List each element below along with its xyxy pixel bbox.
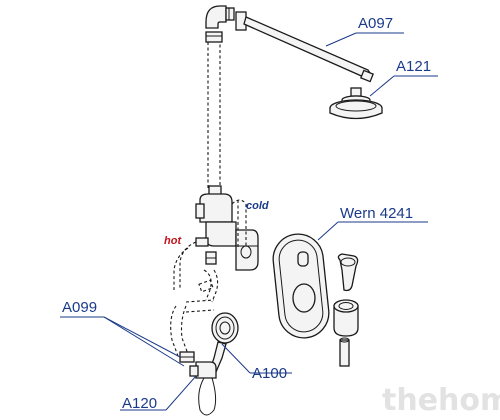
label-a099: A099 xyxy=(62,299,97,316)
holder xyxy=(189,361,217,416)
leader-lines xyxy=(60,32,438,411)
cover-upper-opening xyxy=(297,251,309,267)
round-knob xyxy=(333,299,359,367)
label-a100: A100 xyxy=(252,365,287,382)
cold-marker: cold xyxy=(246,200,269,212)
hot-marker: hot xyxy=(164,235,182,247)
hot-inlet xyxy=(173,241,197,290)
head-connector xyxy=(350,87,362,97)
label-a120: A120 xyxy=(122,395,157,412)
arm-tube xyxy=(243,16,374,79)
watermark: thehome xyxy=(382,383,500,418)
shower-arm xyxy=(235,11,374,83)
elbow-fitting xyxy=(205,5,235,29)
riser-top-fitting xyxy=(205,31,223,43)
riser-tube xyxy=(207,39,221,191)
valve-body xyxy=(195,185,259,271)
knob-spindle xyxy=(339,339,350,367)
label-a097: A097 xyxy=(358,15,393,32)
riser-pipe xyxy=(205,31,223,191)
body-upper xyxy=(199,193,233,223)
hose-dashed xyxy=(170,269,219,363)
lever-handle xyxy=(337,253,359,292)
cold-inlet xyxy=(231,199,247,248)
label-a121: A121 xyxy=(396,58,431,75)
label-wern-4241: Wern 4241 xyxy=(340,205,413,222)
body-lower xyxy=(205,221,237,247)
mixer-cover xyxy=(272,233,330,339)
cartridge xyxy=(235,229,259,271)
holder-hose-loop xyxy=(198,377,217,416)
shower-head xyxy=(329,87,383,120)
cover-lower-opening xyxy=(292,283,316,313)
